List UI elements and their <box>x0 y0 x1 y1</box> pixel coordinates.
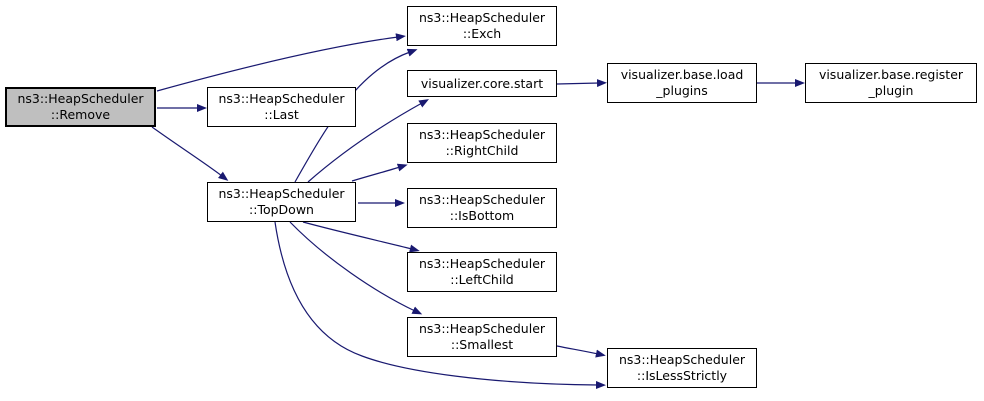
edge-core-start-to-load-plugins <box>556 79 607 88</box>
node-rightchild-label-line: ns3::HeapScheduler <box>418 127 546 142</box>
node-core-start-label-line: visualizer.core.start <box>420 75 544 91</box>
node-smallest-label-line: ::Smallest <box>450 337 514 352</box>
node-leftchild-label-line: ::LeftChild <box>450 272 514 287</box>
node-exch-label-line: ns3::HeapScheduler <box>418 10 546 25</box>
edge-topdown-to-core-start <box>307 99 429 183</box>
node-isbottom-label-line: ::IsBottom <box>449 208 515 223</box>
node-topdown[interactable]: ns3::HeapScheduler::TopDown <box>207 182 356 222</box>
node-islessstrictly-label-line: ::IsLessStrictly <box>636 368 728 383</box>
node-topdown-label-line: ns3::HeapScheduler <box>218 186 345 201</box>
node-smallest-label-line: ns3::HeapScheduler <box>418 321 546 336</box>
node-register-plugin[interactable]: visualizer.base.register_plugin <box>805 63 977 103</box>
edge-remove-to-exch <box>156 33 406 92</box>
node-leftchild[interactable]: ns3::HeapScheduler::LeftChild <box>407 252 557 292</box>
node-exch[interactable]: ns3::HeapScheduler::Exch <box>407 6 557 46</box>
node-exch-label-line: ::Exch <box>462 26 502 41</box>
node-topdown-label-line: ::TopDown <box>249 202 314 217</box>
node-smallest[interactable]: ns3::HeapScheduler::Smallest <box>407 317 557 357</box>
node-load-plugins[interactable]: visualizer.base.load_plugins <box>607 63 757 103</box>
node-load-plugins-label-line: _plugins <box>656 83 708 98</box>
node-remove[interactable]: ns3::HeapScheduler::Remove <box>5 87 156 127</box>
edge-remove-to-topdown <box>151 126 229 181</box>
node-remove-label-line: ns3::HeapScheduler <box>17 91 144 106</box>
edge-topdown-to-leftchild <box>302 221 420 253</box>
node-isbottom-label-line: ns3::HeapScheduler <box>418 192 546 207</box>
node-last-label-line: ns3::HeapScheduler <box>218 91 345 106</box>
node-register-plugin-label-line: visualizer.base.register <box>818 67 964 82</box>
node-rightchild[interactable]: ns3::HeapScheduler::RightChild <box>407 123 557 163</box>
node-load-plugins-label-line: visualizer.base.load <box>620 67 744 82</box>
node-register-plugin-label-line: _plugin <box>868 83 914 98</box>
edge-smallest-to-islessstrictly <box>556 345 606 358</box>
edge-topdown-to-islessstrictly <box>274 221 606 389</box>
node-core-start[interactable]: visualizer.core.start <box>407 70 557 97</box>
edge-topdown-to-rightchild <box>351 163 408 182</box>
node-rightchild-label-line: ::RightChild <box>445 143 519 158</box>
node-islessstrictly[interactable]: ns3::HeapScheduler::IsLessStrictly <box>607 348 757 388</box>
edge-topdown-to-smallest <box>289 221 423 315</box>
node-remove-label-line: ::Remove <box>50 107 111 122</box>
node-isbottom[interactable]: ns3::HeapScheduler::IsBottom <box>407 188 557 228</box>
node-last[interactable]: ns3::HeapScheduler::Last <box>207 87 356 127</box>
node-last-label-line: ::Last <box>264 107 299 122</box>
node-islessstrictly-label-line: ns3::HeapScheduler <box>618 352 746 367</box>
node-leftchild-label-line: ns3::HeapScheduler <box>418 256 546 271</box>
